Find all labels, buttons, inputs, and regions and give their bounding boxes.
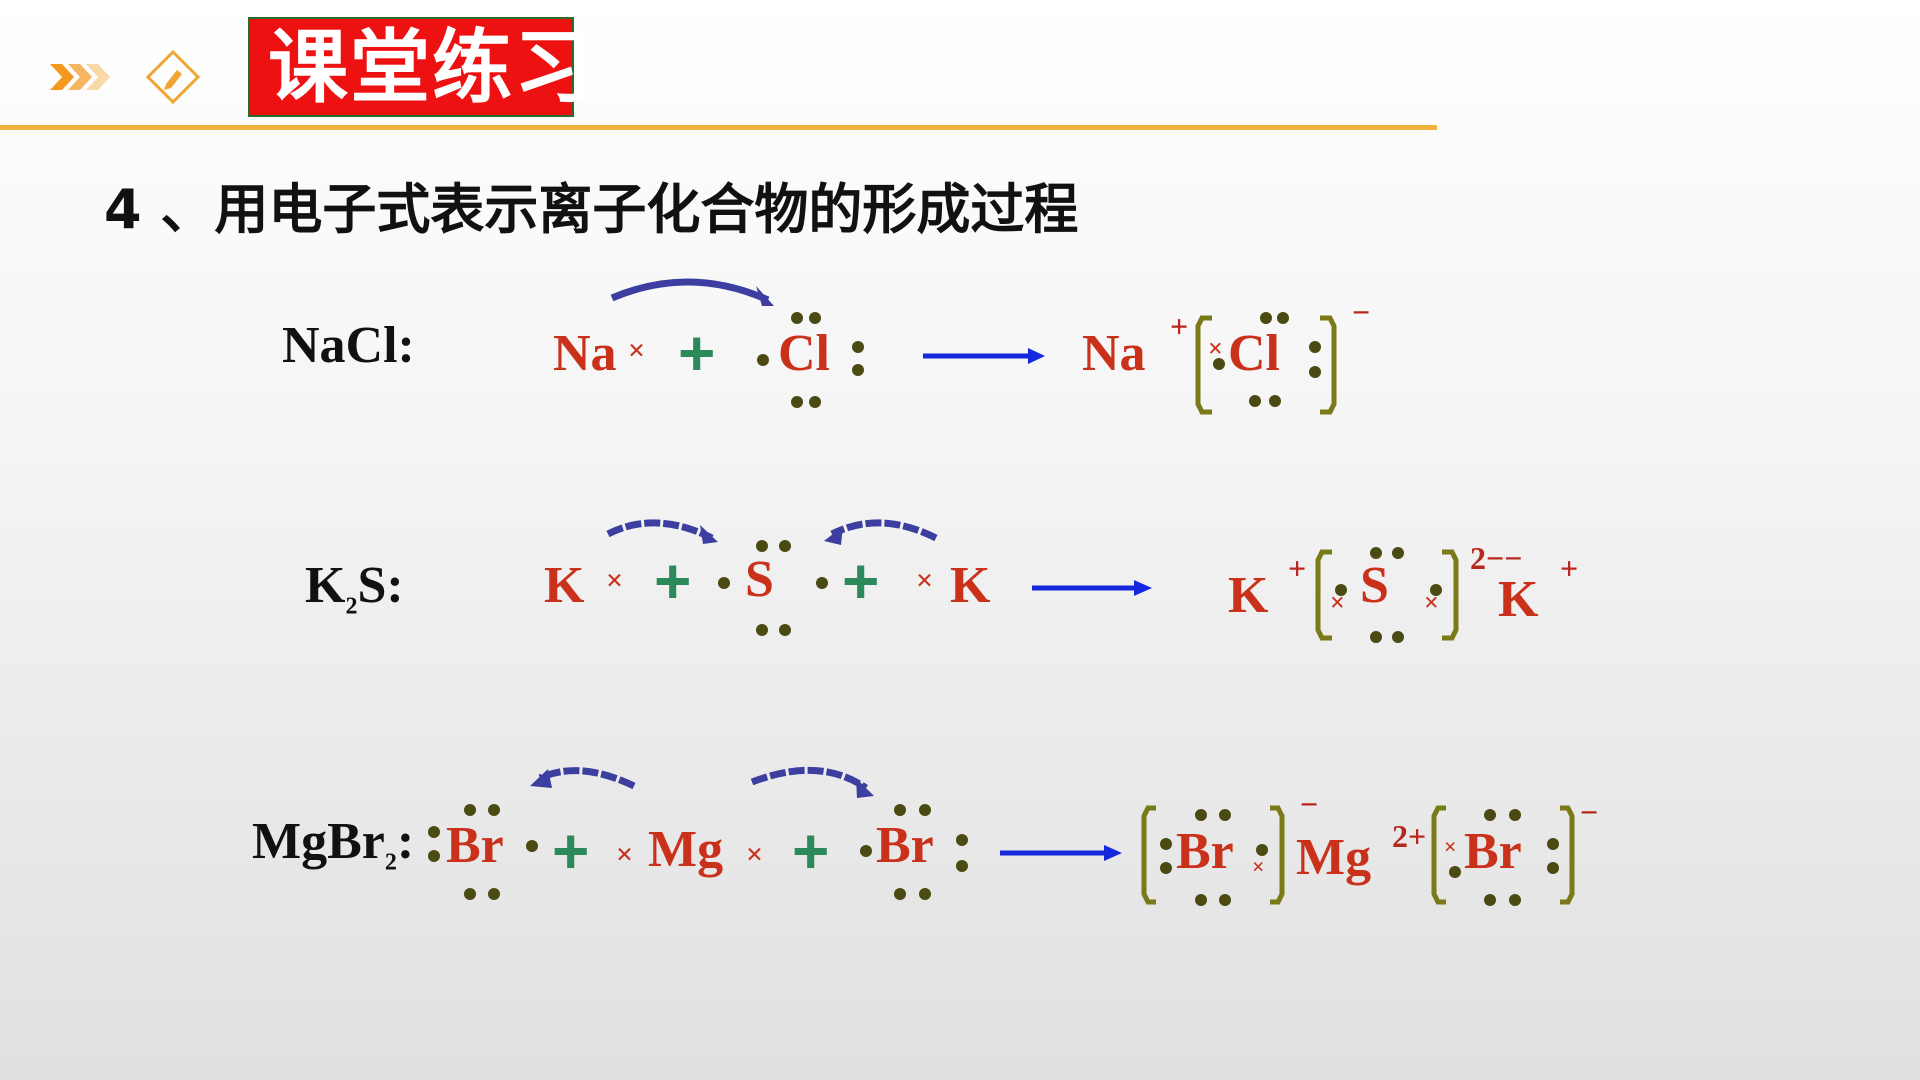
nacl-na-electron-x: ×: [628, 334, 646, 367]
mgbr2-bracket-right: [1431, 805, 1575, 905]
question-text: 4 、用电子式表示离子化合物的形成过程: [104, 178, 1079, 241]
k2s-product-x-right: ×: [1424, 588, 1439, 617]
mgbr2-curve-left: [538, 767, 636, 790]
mgbr2-label: MgBr2:: [252, 813, 415, 876]
k2s-product-dots: [1335, 547, 1442, 643]
k2s-s-dots: [718, 540, 828, 636]
mgbr2-reaction-arrow: [1000, 845, 1122, 861]
nacl-product-dots: [1213, 312, 1321, 407]
k2s-product-k2: K: [1498, 571, 1539, 628]
nacl-product-na: Na: [1082, 325, 1146, 382]
mgbr2-br1: Br: [446, 817, 504, 874]
k2s-product-x-left: ×: [1330, 588, 1345, 617]
k2s-k1: K: [544, 557, 585, 614]
mgbr2-mg-x-right: ×: [746, 838, 764, 871]
mgbr2-br2: Br: [876, 817, 934, 874]
mgbr2-curve-right: [750, 766, 868, 791]
nacl-product-cl: Cl: [1228, 325, 1280, 382]
k2s-product-s: S: [1360, 557, 1389, 614]
diamond-pencil-icon: [145, 49, 201, 105]
k2s-k2-electron-x: ×: [916, 564, 934, 597]
k2s-s: S: [745, 551, 774, 608]
mgbr2-product-mg-charge: 2+: [1392, 818, 1427, 854]
k2s-label: K2S:: [305, 557, 404, 620]
k2s-product-k1: K: [1228, 567, 1269, 624]
k2s-plus-1: +: [654, 545, 692, 617]
nacl-product-na-charge: +: [1170, 308, 1189, 344]
chevrons-icon: [50, 64, 110, 90]
k2s-k1-electron-x: ×: [606, 564, 624, 597]
mgbr2-product-x2: ×: [1444, 834, 1457, 859]
mgbr2-plus-1: +: [552, 815, 590, 887]
nacl-reaction-arrow: [923, 348, 1045, 364]
k2s-curve-left: [606, 519, 714, 542]
k2s-product-k2-charge: +: [1560, 550, 1579, 586]
mgbr2-product-br1-charge: −: [1300, 786, 1319, 822]
k2s-reaction-arrow: [1032, 580, 1152, 596]
nacl-na: Na: [553, 325, 617, 382]
nacl-transfer-curve: [610, 278, 770, 304]
page-title: 课堂练习: [268, 21, 596, 114]
mgbr2-product-mg: Mg: [1296, 829, 1372, 886]
nacl-label: NaCl:: [282, 317, 415, 374]
nacl-cl: Cl: [778, 325, 830, 382]
mgbr2-br1-dots: [428, 804, 538, 900]
mgbr2-plus-2: +: [792, 815, 830, 887]
mgbr2-product-br2: Br: [1464, 823, 1522, 880]
mgbr2-product-x1: ×: [1252, 854, 1265, 879]
title-banner: [248, 17, 574, 117]
mgbr2-product-dots: [1160, 809, 1559, 906]
k2s-curve-right: [830, 519, 938, 542]
mgbr2-br2-dots: [860, 804, 968, 900]
k2s-bracket: [1315, 549, 1459, 641]
mgbr2-product-br2-charge: −: [1580, 794, 1599, 830]
mgbr2-product-br1: Br: [1176, 823, 1234, 880]
nacl-bracket: [1195, 315, 1337, 415]
header-rule: [0, 125, 1437, 130]
k2s-k2: K: [950, 557, 991, 614]
k2s-plus-2: +: [842, 545, 880, 617]
mgbr2-mg-x-left: ×: [616, 838, 634, 871]
nacl-product-x: ×: [1208, 334, 1223, 363]
k2s-product-k1-charge: +: [1288, 550, 1307, 586]
nacl-plus: +: [678, 317, 716, 389]
nacl-cl-dots: [757, 312, 864, 408]
k2s-product-s-charge: 2−−: [1470, 540, 1523, 576]
nacl-product-cl-charge: −: [1352, 294, 1371, 330]
mgbr2-mg: Mg: [648, 821, 724, 878]
mgbr2-bracket-left: [1141, 805, 1285, 905]
